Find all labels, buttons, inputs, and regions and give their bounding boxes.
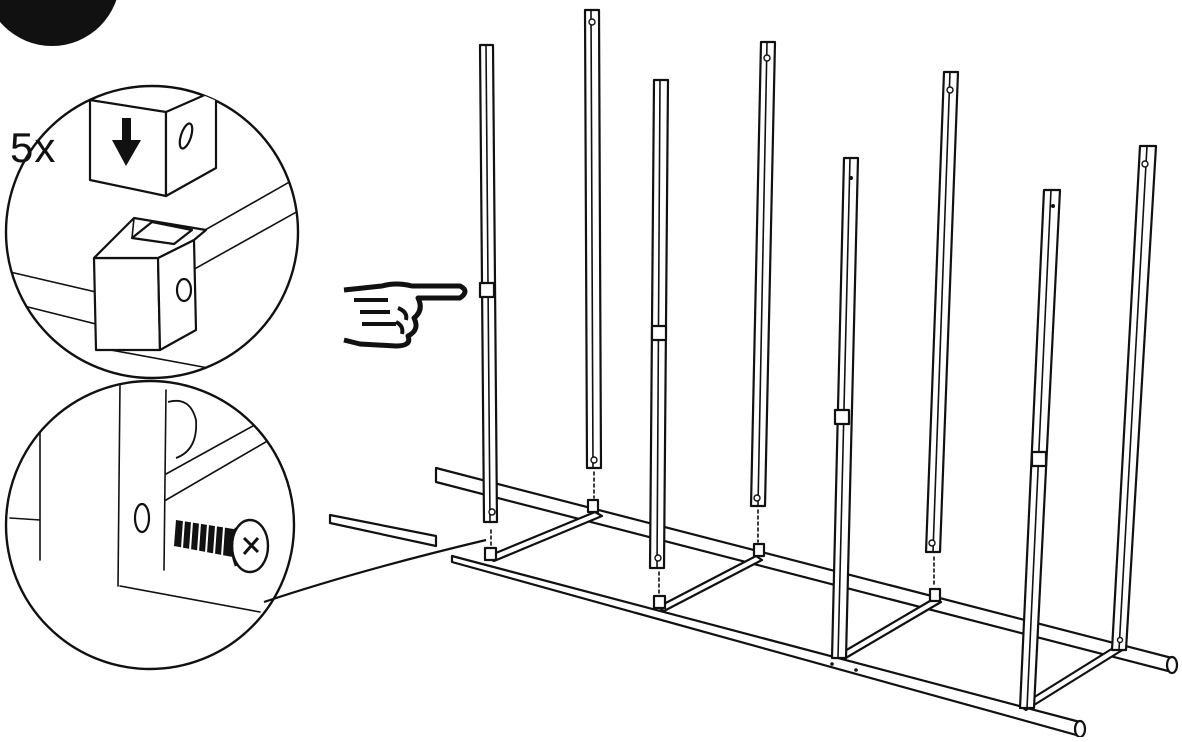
upright-1 <box>478 43 499 547</box>
upright-7 <box>1018 188 1062 710</box>
quantity-label: 5x <box>10 124 57 171</box>
upright-4 <box>749 40 777 543</box>
pointing-hand-icon <box>343 281 468 349</box>
upright-5 <box>830 156 860 660</box>
upright-6 <box>924 70 960 587</box>
upright-8 <box>1110 144 1158 652</box>
upright-3 <box>648 78 670 595</box>
detail-circle-bottom <box>4 379 487 671</box>
base-frame <box>328 466 1179 739</box>
detail-circle-top <box>4 84 300 380</box>
screw-icon <box>174 518 270 574</box>
arrow-down-icon <box>112 118 141 166</box>
uprights <box>478 8 1158 710</box>
upright-2 <box>583 8 603 499</box>
step-number-badge <box>0 0 117 46</box>
